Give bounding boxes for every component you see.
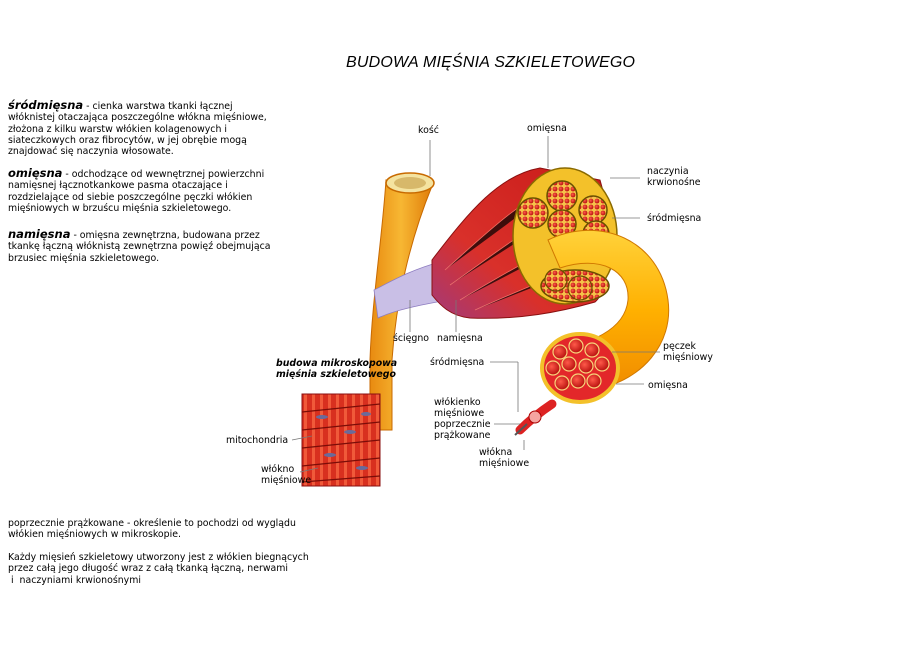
definition-srodmiesna: śródmięsna - cienka warstwa tkanki łączn… xyxy=(8,98,278,158)
label-wlokno-line2: mięśniowe xyxy=(261,475,312,486)
label-wlokienko-line4: prążkowane xyxy=(434,430,491,441)
fascicle-end xyxy=(540,332,620,404)
label-srodmiesna-right: śródmięsna xyxy=(647,213,702,224)
lower-cross-section xyxy=(540,268,610,303)
definition-term: namięsna xyxy=(8,227,71,241)
definition-text: - omięsna zewnętrzna, budowana przez tka… xyxy=(8,230,271,264)
definition-omiesna: omięsna - odchodzące od wewnętrznej powi… xyxy=(8,166,278,214)
label-sciegno: ścięgno xyxy=(393,333,430,344)
leader-lines xyxy=(291,136,660,473)
microscopic-title-line1: budowa mikroskopowa xyxy=(276,358,398,369)
label-naczynia-line2: krwionośne xyxy=(647,177,701,188)
label-omiesna-top: omięsna xyxy=(527,123,567,134)
label-kosc: kość xyxy=(418,125,439,136)
label-peczek-line2: mięśniowy xyxy=(663,352,713,363)
note-kazdy: Każdy mięsień szkieletowy utworzony jest… xyxy=(8,552,338,586)
note-kazdy-line3: i naczyniami krwionośnymi xyxy=(8,574,141,586)
label-wlokno-line1: włókno xyxy=(261,464,295,475)
label-wlokienko-line1: włókienko xyxy=(434,397,481,408)
label-peczek-line1: pęczek xyxy=(663,341,696,352)
definition-term: śródmięsna xyxy=(8,98,84,112)
label-wlokienko-line2: mięśniowe xyxy=(434,408,485,419)
label-wlokna-line2: mięśniowe xyxy=(479,458,530,469)
label-naczynia-line1: naczynia xyxy=(647,166,689,177)
label-srodmiesna-mid: śródmięsna xyxy=(430,357,485,368)
label-namiesna: namięsna xyxy=(437,333,483,344)
microscopic-view xyxy=(301,393,381,487)
label-wlokienko-line3: poprzecznie xyxy=(434,419,491,430)
microscopic-title: budowa mikroskopowa mięśnia szkieletoweg… xyxy=(276,358,397,380)
definition-text: - cienka warstwa tkanki łącznej włóknist… xyxy=(8,101,267,158)
microscopic-title-line2: mięśnia szkieletowego xyxy=(276,369,396,380)
diagram-title: BUDOWA MIĘŚNIA SZKIELETOWEGO xyxy=(346,54,636,71)
definition-namiesna: namięsna - omięsna zewnętrzna, budowana … xyxy=(8,227,278,264)
bone xyxy=(369,172,435,431)
label-omiesna-bottom: omięsna xyxy=(648,380,688,391)
single-fiber xyxy=(514,399,557,436)
note-poprzecznie: poprzecznie prążkowane - określenie to p… xyxy=(8,518,296,541)
label-wlokna-line1: włókna xyxy=(479,447,513,458)
note-kazdy-line2: przez całą jego długość wraz z całą tkan… xyxy=(8,563,288,575)
definition-term: omięsna xyxy=(8,166,63,180)
note-kazdy-line1: Każdy mięsień szkieletowy utworzony jest… xyxy=(8,552,309,563)
label-mitochondria: mitochondria xyxy=(226,435,289,446)
definition-text: - odchodzące od wewnętrznej powierzchni … xyxy=(8,169,265,214)
